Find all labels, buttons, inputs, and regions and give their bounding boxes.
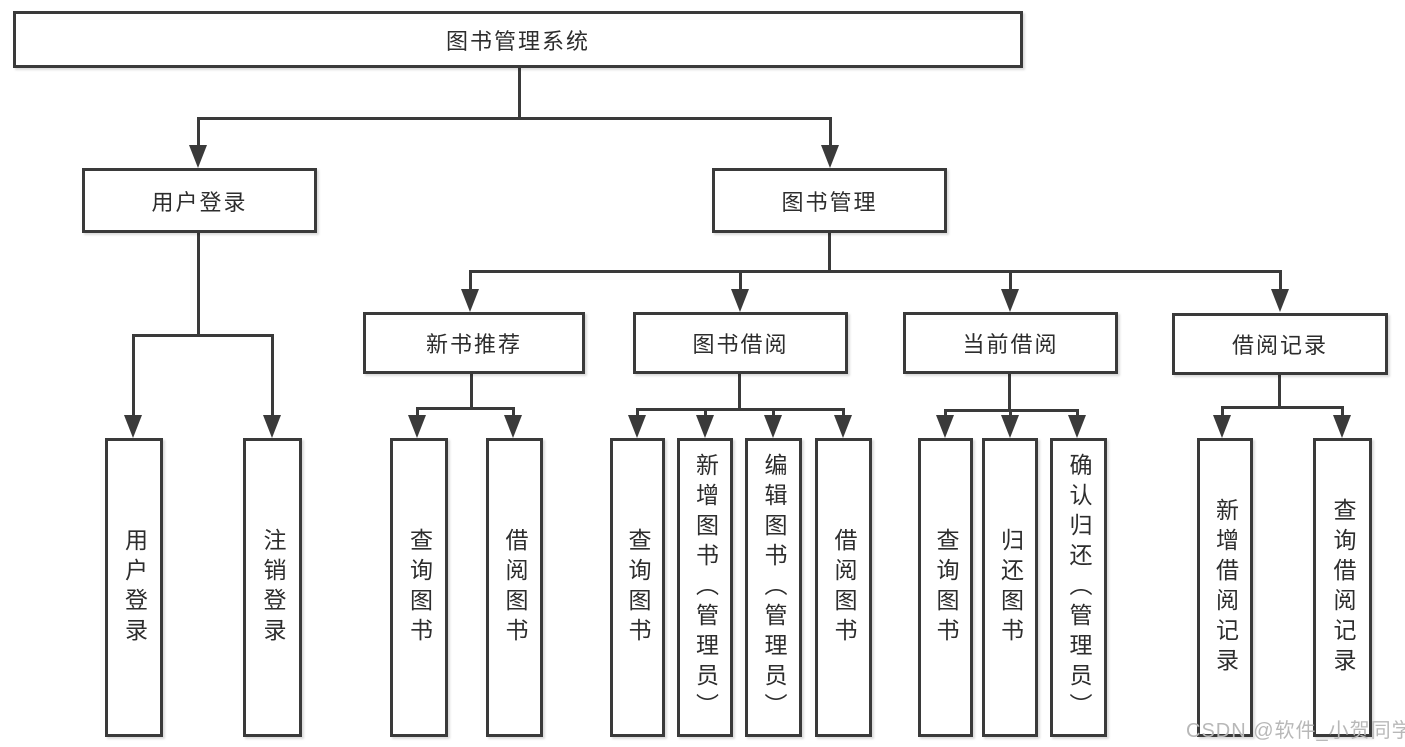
- arrowhead-down-icon: [1333, 415, 1351, 438]
- connector-line: [1221, 406, 1224, 420]
- connector-line: [636, 408, 639, 420]
- arrowhead-down-icon: [731, 289, 749, 312]
- leaf-cb-return-books: 归还图书: [982, 438, 1038, 737]
- connector-line: [518, 65, 521, 119]
- arrowhead-down-icon: [1001, 289, 1019, 312]
- arrowhead-down-icon: [821, 145, 839, 168]
- connector-line: [1221, 406, 1344, 409]
- leaf-br-add-record: 新增借阅记录: [1197, 438, 1253, 737]
- connector-line: [132, 334, 135, 420]
- node-current-borrow: 当前借阅: [903, 312, 1118, 374]
- leaf-label: 查询图书: [625, 527, 651, 648]
- connector-line: [1009, 270, 1012, 294]
- leaf-label: 归还图书: [997, 527, 1024, 648]
- leaf-label: 编辑图书（管理员）: [761, 452, 787, 723]
- arrowhead-down-icon: [936, 415, 954, 438]
- node-label: 图书管理系统: [445, 28, 590, 54]
- connector-line: [829, 117, 832, 149]
- node-label: 新书推荐: [425, 332, 522, 357]
- arrowhead-down-icon: [504, 415, 522, 438]
- leaf-label: 查询借阅记录: [1330, 497, 1356, 678]
- node-label: 借阅记录: [1231, 333, 1328, 358]
- arrowhead-down-icon: [1271, 289, 1289, 312]
- leaf-rec-query-books: 查询图书: [390, 438, 448, 737]
- connector-line: [416, 407, 515, 410]
- connector-line: [197, 117, 200, 149]
- connector-line: [416, 407, 419, 420]
- node-label: 当前借阅: [962, 332, 1059, 357]
- connector-line: [944, 409, 947, 420]
- connector-line: [738, 371, 741, 411]
- leaf-label: 借阅图书: [502, 527, 528, 648]
- node-borrow-records: 借阅记录: [1172, 313, 1388, 375]
- connector-line: [1009, 409, 1012, 420]
- node-book-borrow: 图书借阅: [633, 312, 848, 374]
- leaf-cb-confirm-return-admin: 确认归还（管理员）: [1050, 438, 1107, 737]
- arrowhead-down-icon: [1068, 415, 1086, 438]
- leaf-label: 新增借阅记录: [1212, 497, 1239, 678]
- leaf-label: 注销登录: [260, 527, 286, 648]
- node-root-system: 图书管理系统: [13, 11, 1023, 68]
- connector-line: [842, 408, 845, 420]
- connector-line: [271, 334, 274, 420]
- leaf-bb-edit-books-admin: 编辑图书（管理员）: [745, 438, 802, 737]
- leaf-label: 新增图书（管理员）: [692, 452, 719, 723]
- arrowhead-down-icon: [1001, 415, 1019, 438]
- connector-line: [1341, 406, 1344, 420]
- connector-line: [197, 231, 200, 336]
- leaf-bb-borrow-books: 借阅图书: [815, 438, 872, 737]
- arrowhead-down-icon: [834, 415, 852, 438]
- connector-line: [469, 270, 472, 294]
- connector-line: [1008, 371, 1011, 412]
- connector-line: [739, 270, 742, 294]
- leaf-cb-query-books: 查询图书: [918, 438, 973, 737]
- connector-line: [704, 408, 707, 420]
- node-book-management: 图书管理: [712, 168, 947, 233]
- connector-line: [469, 270, 1282, 273]
- arrowhead-down-icon: [263, 415, 281, 438]
- leaf-br-query-record: 查询借阅记录: [1313, 438, 1372, 737]
- node-label: 图书管理: [781, 189, 878, 215]
- node-label: 图书借阅: [692, 332, 789, 357]
- arrowhead-down-icon: [461, 289, 479, 312]
- arrowhead-down-icon: [764, 415, 782, 438]
- connector-line: [197, 117, 832, 120]
- connector-line: [470, 371, 473, 410]
- connector-line: [828, 231, 831, 272]
- leaf-user-login: 用户登录: [105, 438, 163, 737]
- leaf-logout: 注销登录: [243, 438, 302, 737]
- leaf-label: 查询图书: [406, 527, 433, 648]
- node-new-book-recommend: 新书推荐: [363, 312, 585, 374]
- node-label: 用户登录: [151, 189, 248, 215]
- arrowhead-down-icon: [124, 415, 142, 438]
- connector-line: [512, 407, 515, 420]
- leaf-label: 查询图书: [933, 527, 959, 648]
- connector-line: [1076, 409, 1079, 420]
- csdn-watermark: CSDN @软件_小贺同学: [1186, 720, 1405, 742]
- leaf-bb-add-books-admin: 新增图书（管理员）: [677, 438, 733, 737]
- connector-line: [1279, 270, 1282, 294]
- arrowhead-down-icon: [189, 145, 207, 168]
- arrowhead-down-icon: [628, 415, 646, 438]
- leaf-rec-borrow-books: 借阅图书: [486, 438, 543, 737]
- leaf-bb-query-books: 查询图书: [610, 438, 665, 737]
- connector-line: [1278, 373, 1281, 409]
- node-user-login: 用户登录: [82, 168, 317, 233]
- connector-line: [772, 408, 775, 420]
- leaf-label: 确认归还（管理员）: [1066, 452, 1092, 723]
- arrowhead-down-icon: [696, 415, 714, 438]
- leaf-label: 用户登录: [121, 527, 148, 648]
- connector-line: [132, 334, 274, 337]
- arrowhead-down-icon: [1213, 415, 1231, 438]
- leaf-label: 借阅图书: [831, 527, 857, 648]
- arrowhead-down-icon: [408, 415, 426, 438]
- connector-line: [636, 408, 845, 411]
